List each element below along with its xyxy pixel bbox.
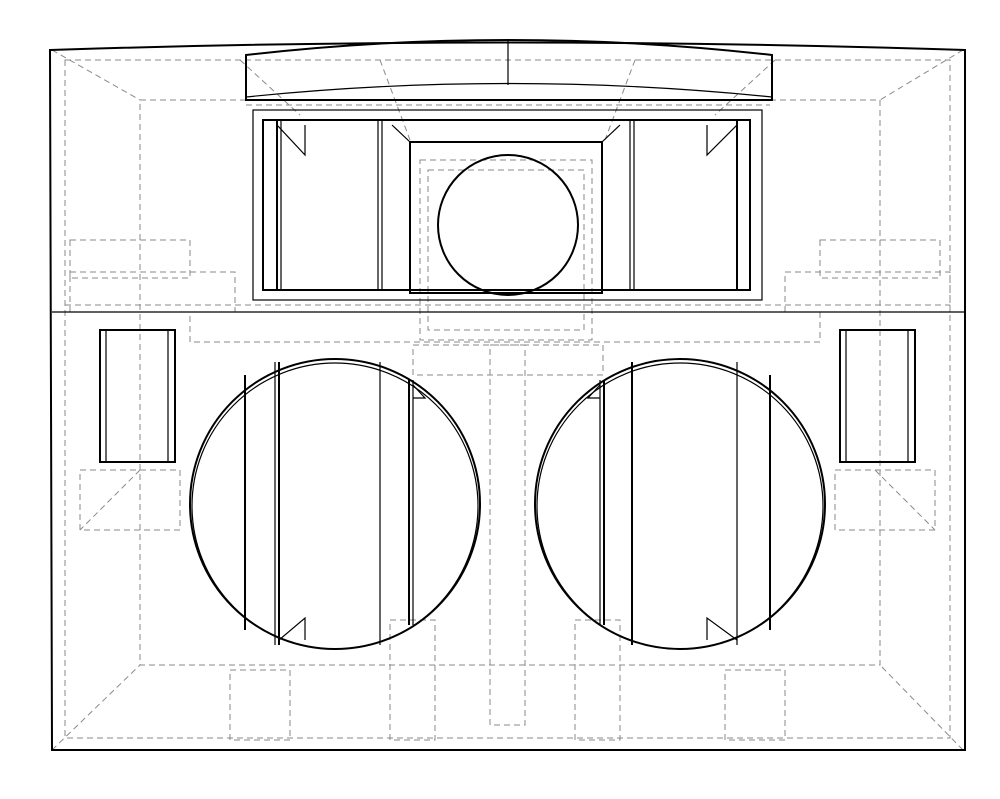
woofer-left-cutout	[189, 358, 481, 650]
vent-right	[839, 329, 916, 463]
visible-edges	[48, 39, 966, 751]
tweeter-box	[409, 141, 603, 294]
woofer-right-cutout	[534, 358, 826, 650]
cabinet-outline	[48, 41, 966, 751]
vent-left	[99, 329, 176, 463]
upper-chamber	[252, 109, 763, 301]
tweeter-cutout	[437, 154, 579, 296]
top-port	[245, 39, 773, 101]
